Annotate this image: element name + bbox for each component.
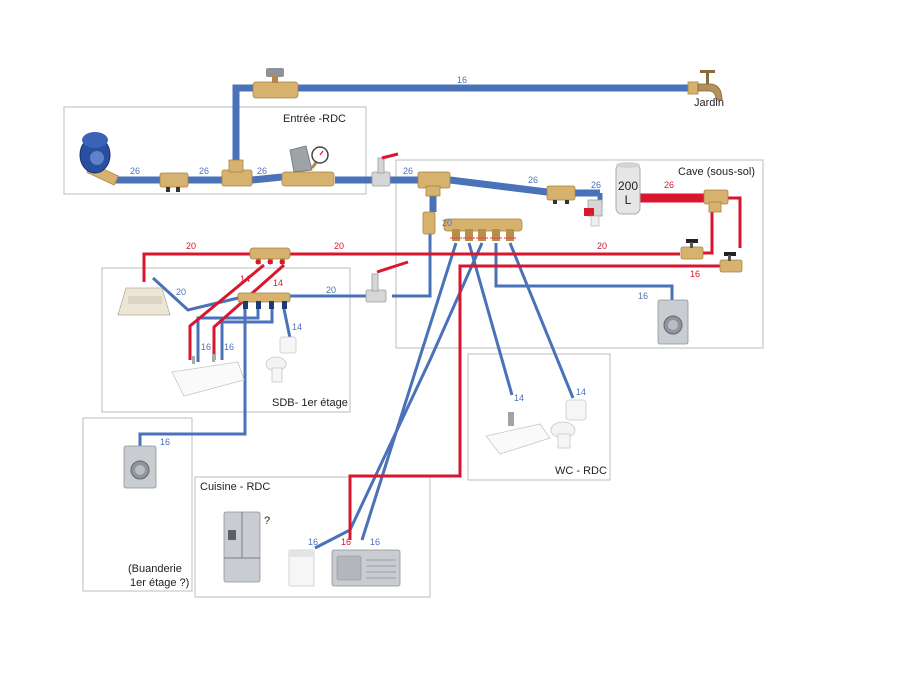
dishwasher-icon (288, 549, 315, 587)
sdb-stop-valve-icon[interactable] (365, 260, 409, 303)
cold-pipes (115, 84, 688, 550)
label-sdb-basin-cold-1: 16 (201, 342, 211, 352)
garden-tap-icon[interactable] (687, 70, 723, 101)
zone-sdb-label: SDB- 1er étage (272, 397, 348, 409)
heater-capacity: 200 (618, 179, 638, 193)
zone-cave-label: Cave (sous-sol) (678, 166, 755, 178)
pipe-sdb-basin-cold-1 (196, 309, 260, 362)
hot-manifold-icon (249, 247, 291, 265)
pipe-sdb-toilet (282, 308, 292, 339)
label-heater-in: 26 (591, 180, 601, 190)
water-heater-icon: 200 L (615, 162, 641, 215)
label-buanderie-washer: 16 (160, 437, 170, 447)
heater-check-valve-icon (546, 185, 576, 204)
label-jardin-line: 16 (457, 75, 467, 85)
label-kitchen-sink-hot: 16 (341, 537, 351, 547)
label-sdb-toilet: 14 (292, 322, 302, 332)
zone-cuisine: Cuisine - RDC ? (194, 476, 431, 598)
pipe-buanderie-washer (138, 307, 247, 446)
zone-buanderie-label-2: 1er étage ?) (130, 577, 189, 589)
sdb-basin-icon (171, 354, 245, 397)
zone-entree: Entrée -RDC (63, 106, 367, 195)
tee-entree-icon (221, 159, 253, 187)
fridge-note: ? (264, 515, 270, 527)
shower-tray-icon (117, 287, 171, 316)
sdb-toilet-icon (265, 336, 297, 383)
hot-pipes (142, 193, 742, 540)
pipe-wc-toilet (508, 242, 575, 399)
pipe-hot-main-left (142, 252, 250, 282)
label-after-tee: 26 (257, 166, 267, 176)
sdb-manifold-icon (237, 292, 291, 309)
zone-entree-box (63, 106, 367, 195)
label-hot-kitchen: 16 (690, 269, 700, 279)
pipe-sdb-basin-cold-2 (220, 309, 274, 360)
label-cave-in: 26 (403, 166, 413, 176)
label-hot-main-left: 20 (186, 241, 196, 251)
pipe-sdb-hot-1 (188, 263, 265, 360)
label-hot-return: 20 (597, 241, 607, 251)
tee-cave-icon (417, 171, 451, 197)
pipe-size-labels: 16 26 26 26 26 26 26 26 20 20 20 20 16 1… (130, 75, 700, 547)
zone-wc-label: WC - RDC (555, 465, 607, 477)
label-sdb-shower-cold: 20 (176, 287, 186, 297)
cave-washing-machine-icon (657, 299, 689, 345)
pipe-wc-basin (467, 242, 514, 396)
zone-cuisine-box (194, 476, 431, 598)
label-sdb-cold-feed: 20 (326, 285, 336, 295)
kitchen-sink-icon (331, 549, 401, 587)
check-valve-icon (159, 172, 189, 192)
hot-ball-valve-2-icon[interactable] (719, 252, 743, 273)
wc-basin-icon (485, 412, 551, 455)
zone-sdb: SDB- 1er étage (101, 267, 351, 413)
safety-group-icon (584, 199, 603, 227)
label-kitchen-sink-cold: 16 (370, 537, 380, 547)
garden-valve-icon[interactable] (252, 68, 299, 99)
pipe-hot-kitchen (348, 264, 720, 540)
wc-toilet-icon (550, 399, 587, 449)
label-heater-out-hot: 26 (664, 180, 674, 190)
hot-ball-valve-1-icon[interactable] (680, 239, 704, 260)
zone-wc: WC - RDC (467, 353, 611, 481)
pipe-cave-to-heater (449, 176, 548, 196)
pipe-sdb-hot-2 (212, 263, 285, 360)
label-hot-main-right: 20 (334, 241, 344, 251)
label-wc-basin: 14 (514, 393, 524, 403)
pipe-garden-riser (232, 84, 255, 166)
pressure-reducer-icon (281, 145, 335, 187)
pipe-hot-return-down (694, 208, 714, 255)
tee-hot-icon (703, 189, 729, 213)
zone-wc-box (467, 353, 611, 481)
water-meter-icon (79, 132, 119, 186)
zone-sdb-box (101, 267, 351, 413)
label-after-filter: 26 (199, 166, 209, 176)
zone-buanderie: (Buanderie 1er étage ?) (82, 417, 193, 592)
label-cave-to-heater: 26 (528, 175, 538, 185)
cold-manifold-cave-icon (422, 211, 523, 241)
buanderie-washing-machine-icon (123, 445, 157, 489)
pipe-kitchen-dishwasher (314, 242, 484, 550)
pipe-hot-loop (728, 196, 742, 248)
fridge-icon (223, 511, 261, 583)
pipe-after-tee (251, 173, 283, 184)
zone-buanderie-label-1: (Buanderie (128, 563, 182, 575)
zone-cuisine-label: Cuisine - RDC (200, 481, 270, 493)
label-sdb-hot-2: 14 (273, 278, 283, 288)
label-kitchen-dishwasher: 16 (308, 537, 318, 547)
pipe-kitchen-sink-cold (360, 242, 458, 541)
label-cold-manifold-feed: 20 (442, 218, 452, 228)
label-wc-toilet: 14 (576, 387, 586, 397)
zone-buanderie-box (82, 417, 193, 592)
label-sdb-basin-cold-2: 16 (224, 342, 234, 352)
label-cave-washer: 16 (638, 291, 648, 301)
heater-capacity-unit: L (625, 193, 632, 207)
label-meter-out: 26 (130, 166, 140, 176)
label-sdb-hot-1: 14 (240, 274, 250, 284)
jardin-label: Jardin (694, 97, 724, 109)
zone-entree-label: Entrée -RDC (283, 113, 346, 125)
stop-valve-icon (371, 152, 399, 187)
